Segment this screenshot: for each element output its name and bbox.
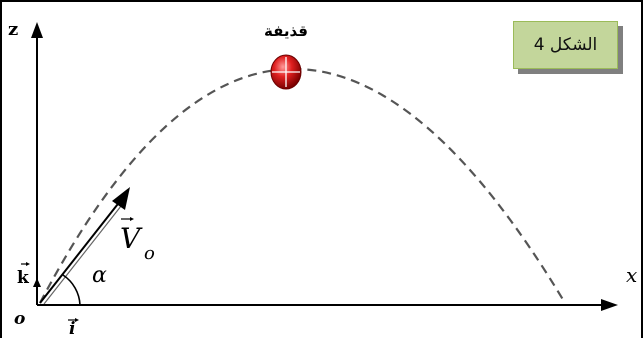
velocity-label-overarrow-head [130,217,134,221]
velocity-label: V [120,222,143,255]
z-axis-arrowhead [31,22,43,38]
trajectory-curve [39,67,566,304]
unit-k-label: k [17,268,30,288]
z-axis-label: z [8,19,18,40]
unit-i-label: i [69,319,75,338]
projectile-label: قذيفة [264,22,308,40]
x-axis-label: x [626,263,637,287]
figure-caption-box: الشكل 4 [513,21,618,69]
figure-caption: الشكل 4 [533,35,598,55]
angle-label: α [92,263,107,288]
velocity-vector-line [39,199,122,304]
origin-label: o [14,309,25,329]
unit-k-arrowhead [33,278,41,287]
angle-arc [62,274,81,306]
velocity-vector-shadow [43,200,126,305]
unit-k-overarrow-head [26,262,30,266]
x-axis-arrowhead [601,299,618,311]
unit-i-overarrow-head [75,318,79,322]
velocity-subscript-label: o [144,243,155,264]
velocity-vector-arrowhead [112,187,130,210]
